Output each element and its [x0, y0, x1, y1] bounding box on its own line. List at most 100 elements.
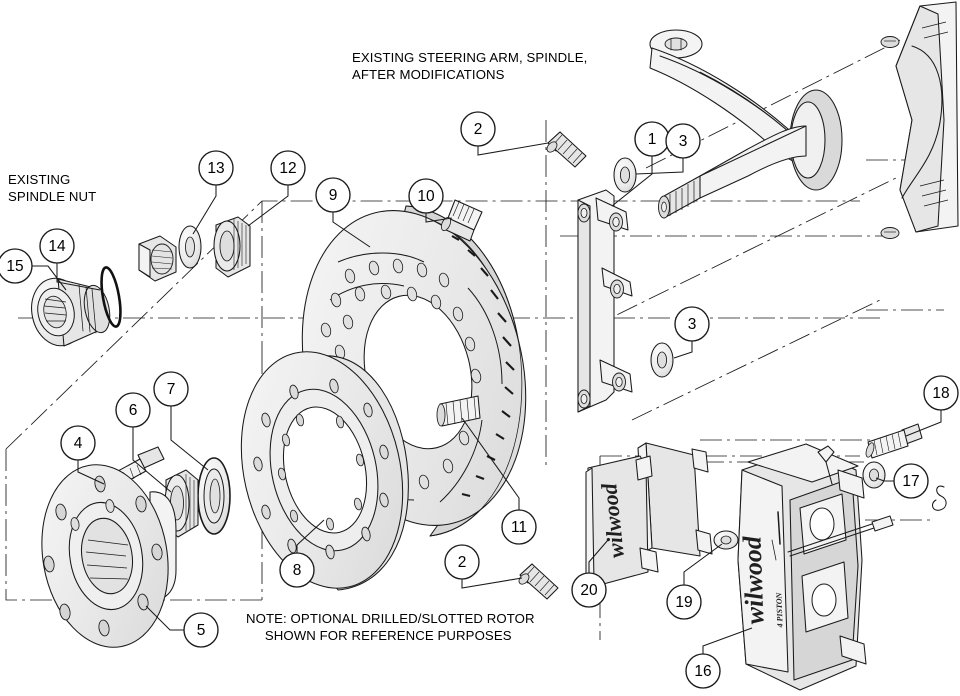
callout-rotor-hat-stud: 11	[501, 509, 537, 545]
callout-number: 20	[580, 582, 598, 599]
callout-outer-bearing: 12	[270, 150, 306, 186]
callout-number: 3	[679, 133, 688, 150]
callout-number: 18	[932, 385, 949, 402]
callout-caliper-bolt-washer: 17	[893, 463, 929, 499]
callout-bubble	[666, 584, 702, 620]
caliper-shim-washer-19	[713, 530, 739, 550]
caliper-mounting-bracket-1	[577, 189, 633, 413]
callout-caliper-mounting-bracket: 1	[634, 121, 670, 157]
callout-number: 1	[648, 131, 657, 148]
callout-rotor-hat-bolt: 10	[408, 178, 444, 214]
callout-number: 17	[902, 473, 919, 490]
existing-steering-arm-spindle	[649, 29, 843, 219]
shim-washer-3b	[650, 342, 674, 378]
rotor-hat-stud-11	[436, 395, 481, 427]
callout-drilled-slotted-rotor: 9	[315, 177, 351, 213]
bearing-washer-13	[178, 225, 202, 269]
callout-brake-caliper: 16	[685, 653, 721, 689]
caliper-bolt-washer-17	[862, 461, 886, 489]
existing-steering-arm-note: EXISTING STEERING ARM, SPINDLE, AFTER MO…	[352, 50, 587, 83]
existing-spindle-nut-note: EXISTING SPINDLE NUT	[8, 172, 96, 205]
callout-grease-seal: 7	[153, 371, 189, 407]
callout-number: 10	[417, 188, 435, 205]
callout-number: 19	[675, 594, 692, 611]
brake-pad-set-20: wilwood	[585, 442, 713, 587]
callout-number: 4	[74, 435, 83, 452]
caliper-pin	[787, 515, 894, 557]
caliper-mounting-bolt-18	[865, 423, 923, 459]
rotor-hat-adapter-8	[240, 351, 409, 591]
callout-bubble	[39, 228, 75, 264]
callout-dust-cap-o-ring: 14	[39, 228, 75, 264]
shim-washer-3a	[613, 157, 637, 193]
callout-number: 2	[458, 554, 467, 571]
callout-bubble	[408, 178, 444, 214]
callout-number: 15	[6, 258, 23, 275]
callout-bubble	[665, 123, 701, 159]
callout-hub: 5	[183, 612, 219, 648]
callout-bubble	[198, 150, 234, 186]
callout-bubble	[460, 111, 496, 147]
callout-shim-washer: 3	[665, 123, 701, 159]
callout-bubble	[270, 150, 306, 186]
callout-number: 2	[474, 121, 483, 138]
grease-seal-7	[197, 457, 231, 535]
callout-leaders	[32, 142, 942, 654]
callout-bubble	[501, 509, 537, 545]
cotter-clip	[931, 485, 947, 511]
callout-rotor-hat-adapter: 8	[279, 552, 315, 588]
callout-caliper-mounting-bolt: 18	[923, 375, 959, 411]
callout-inner-bearing: 6	[115, 392, 151, 428]
callout-bubble	[571, 572, 607, 608]
callout-bubble	[893, 463, 929, 499]
callout-hub-stud-bolt: 4	[60, 425, 96, 461]
callout-number: 9	[329, 187, 338, 204]
note-line-1: NOTE: OPTIONAL DRILLED/SLOTTED ROTOR	[246, 611, 535, 626]
existing-spindle-nut	[138, 235, 177, 282]
callout-number: 11	[511, 519, 527, 536]
callout-number: 13	[207, 160, 224, 177]
callout-number: 3	[688, 316, 697, 333]
callout-bubble	[279, 552, 315, 588]
note-line-1: EXISTING STEERING ARM, SPINDLE,	[352, 50, 588, 65]
callout-flat-head-mounting-bolt: 2	[460, 111, 496, 147]
callout-caliper-shim-washer: 19	[666, 584, 702, 620]
callout-outer-bearing-washer: 13	[198, 150, 234, 186]
flat-head-bolt-2a	[546, 131, 587, 168]
note-line-1: EXISTING	[8, 172, 71, 187]
callout-number: 14	[48, 238, 66, 255]
callout-bubble	[0, 248, 33, 284]
callout-number: 16	[694, 663, 711, 680]
callout-bubble	[315, 177, 351, 213]
note-line-2: AFTER MODIFICATIONS	[352, 66, 505, 82]
hub-5	[41, 464, 177, 648]
callout-shim-washer: 3	[674, 306, 710, 342]
callout-brake-pad-set: 20	[571, 572, 607, 608]
callout-bubble	[183, 612, 219, 648]
callout-number: 5	[197, 622, 206, 639]
callout-bubble	[674, 306, 710, 342]
outer-bearing-12	[213, 216, 251, 278]
note-line-2: SHOWN FOR REFERENCE PURPOSES	[246, 627, 512, 643]
callout-bubble	[685, 653, 721, 689]
callout-bubble	[60, 425, 96, 461]
note-line-2: SPINDLE NUT	[8, 188, 97, 204]
callout-flat-head-mounting-bolt: 2	[444, 544, 480, 580]
steering-knuckle-upright	[880, 1, 959, 239]
callout-bubble	[923, 375, 959, 411]
callout-number: 6	[129, 402, 138, 419]
callout-bubble	[153, 371, 189, 407]
flat-head-bolt-2b	[518, 563, 559, 600]
dust-cap-assembly	[31, 266, 122, 347]
callout-number: 12	[279, 160, 296, 177]
callout-dust-cap: 15	[0, 248, 33, 284]
callout-number: 7	[167, 381, 176, 398]
rotor-hat-bolt-10	[440, 199, 483, 242]
callout-number: 8	[293, 562, 302, 579]
wilwood-script-caliper: wilwood	[737, 535, 769, 625]
callout-bubble	[444, 544, 480, 580]
callout-bubble	[115, 392, 151, 428]
